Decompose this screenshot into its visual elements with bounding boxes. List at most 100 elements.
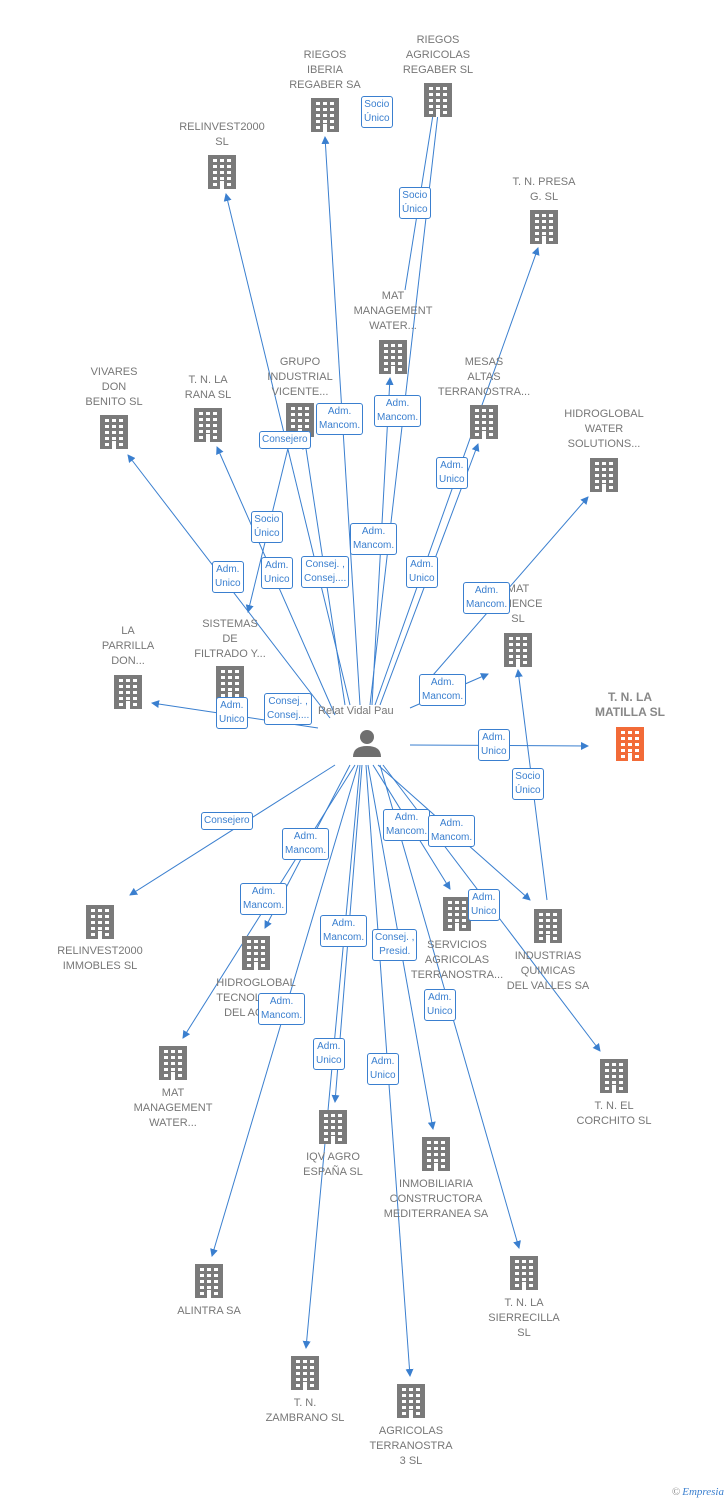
company-label-line: SL xyxy=(517,1327,531,1339)
building-icon[interactable] xyxy=(114,675,142,709)
relation-label-line: Mancom. xyxy=(377,412,419,423)
relation-label-line: Socio xyxy=(402,190,428,201)
footer-brand: ©Empresia xyxy=(672,1486,724,1498)
company-label[interactable]: ALINTRA SA xyxy=(144,1304,274,1319)
company-label-line: HIDROGLOBAL xyxy=(564,408,644,420)
relation-label: Adm.Mancom. xyxy=(316,403,364,435)
relation-label-line: Mancom. xyxy=(466,599,508,610)
company-label-line: 3 SL xyxy=(399,1455,423,1467)
copyright-symbol: © xyxy=(671,1486,681,1498)
relation-label: Adm.Mancom. xyxy=(258,993,306,1025)
company-label-line: VIVARES xyxy=(90,366,138,378)
building-icon[interactable] xyxy=(443,897,471,931)
relation-label: Adm.Mancom. xyxy=(374,395,422,427)
building-icon[interactable] xyxy=(319,1110,347,1144)
company-label-line: WATER xyxy=(584,423,624,435)
building-icon[interactable] xyxy=(534,909,562,943)
company-label-line: INDUSTRIAL xyxy=(267,371,333,383)
building-icon[interactable] xyxy=(470,405,498,439)
relation-label-line: Socio xyxy=(515,771,541,782)
building-icon[interactable] xyxy=(216,666,244,700)
relation-label: Adm.Mancom. xyxy=(282,828,330,860)
relation-label: Adm.Unico xyxy=(436,457,468,489)
relation-label-line: Único xyxy=(515,785,541,796)
company-label[interactable]: T. N.ZAMBRANO SL xyxy=(240,1396,370,1426)
company-label-line: WATER... xyxy=(149,1117,197,1129)
relation-label-line: Consej. , xyxy=(375,932,415,943)
building-icon[interactable] xyxy=(208,155,236,189)
relation-label: Adm.Unico xyxy=(468,889,500,921)
relation-label-line: Mancom. xyxy=(319,420,361,431)
buildings-layer xyxy=(86,83,644,1418)
company-label-line: IBERIA xyxy=(306,64,344,76)
building-icon[interactable] xyxy=(311,98,339,132)
relation-label-line: Único xyxy=(402,204,428,215)
person-name-label[interactable]: Relat Vidal Pau xyxy=(318,705,394,717)
building-icon[interactable] xyxy=(600,1059,628,1093)
building-icon[interactable] xyxy=(100,415,128,449)
brand-logo-text: Empresia xyxy=(682,1486,724,1498)
relation-label-line: Mancom. xyxy=(386,826,428,837)
building-icon[interactable] xyxy=(86,905,114,939)
relation-label-line: Adm. xyxy=(317,1041,341,1052)
company-label-line: DON... xyxy=(111,655,145,667)
relation-label-line: Mancom. xyxy=(285,845,327,856)
company-label-line: SOLUTIONS... xyxy=(567,438,641,450)
relation-label: Adm.Mancom. xyxy=(240,883,288,915)
company-label-line: QUIMICAS xyxy=(520,965,576,977)
building-icon[interactable] xyxy=(195,1264,223,1298)
company-label-line: INDUSTRIAS xyxy=(514,950,582,962)
person-icon[interactable] xyxy=(353,730,381,757)
company-label-line: DE xyxy=(222,633,238,645)
building-icon[interactable] xyxy=(504,633,532,667)
company-label-line: GRUPO xyxy=(279,356,321,368)
relation-label: Consejero xyxy=(201,812,253,830)
relation-label-line: Adm. xyxy=(430,677,455,688)
building-icon[interactable] xyxy=(590,458,618,492)
building-icon[interactable] xyxy=(242,936,270,970)
company-label-line: REGABER SA xyxy=(289,79,361,91)
building-icon[interactable] xyxy=(159,1046,187,1080)
building-icon[interactable] xyxy=(530,210,558,244)
relation-label: Adm.Unico xyxy=(216,697,248,729)
building-icon[interactable] xyxy=(397,1384,425,1418)
building-icon[interactable] xyxy=(291,1356,319,1390)
building-icon[interactable] xyxy=(422,1137,450,1171)
relation-label-line: Adm. xyxy=(371,1056,395,1067)
building-icon[interactable] xyxy=(194,408,222,442)
relation-label: Adm.Mancom. xyxy=(320,915,368,947)
relation-label-line: Mancom. xyxy=(261,1010,303,1021)
building-icon[interactable] xyxy=(424,83,452,117)
building-icon[interactable] xyxy=(379,340,407,374)
company-label-line: MANAGEMENT xyxy=(133,1102,213,1114)
building-icon[interactable] xyxy=(510,1256,538,1290)
relation-label-line: Consej.... xyxy=(267,710,310,721)
company-label-line: T. N. EL xyxy=(594,1100,634,1112)
building-icon[interactable] xyxy=(616,727,644,761)
company-label[interactable]: HIDROGLOBAL WATER SOLUTIONS... xyxy=(539,407,669,452)
relation-label: Adm.Unico xyxy=(313,1038,345,1070)
relation-label-line: Consej. , xyxy=(268,696,308,707)
relation-label-line: Adm. xyxy=(482,732,506,743)
